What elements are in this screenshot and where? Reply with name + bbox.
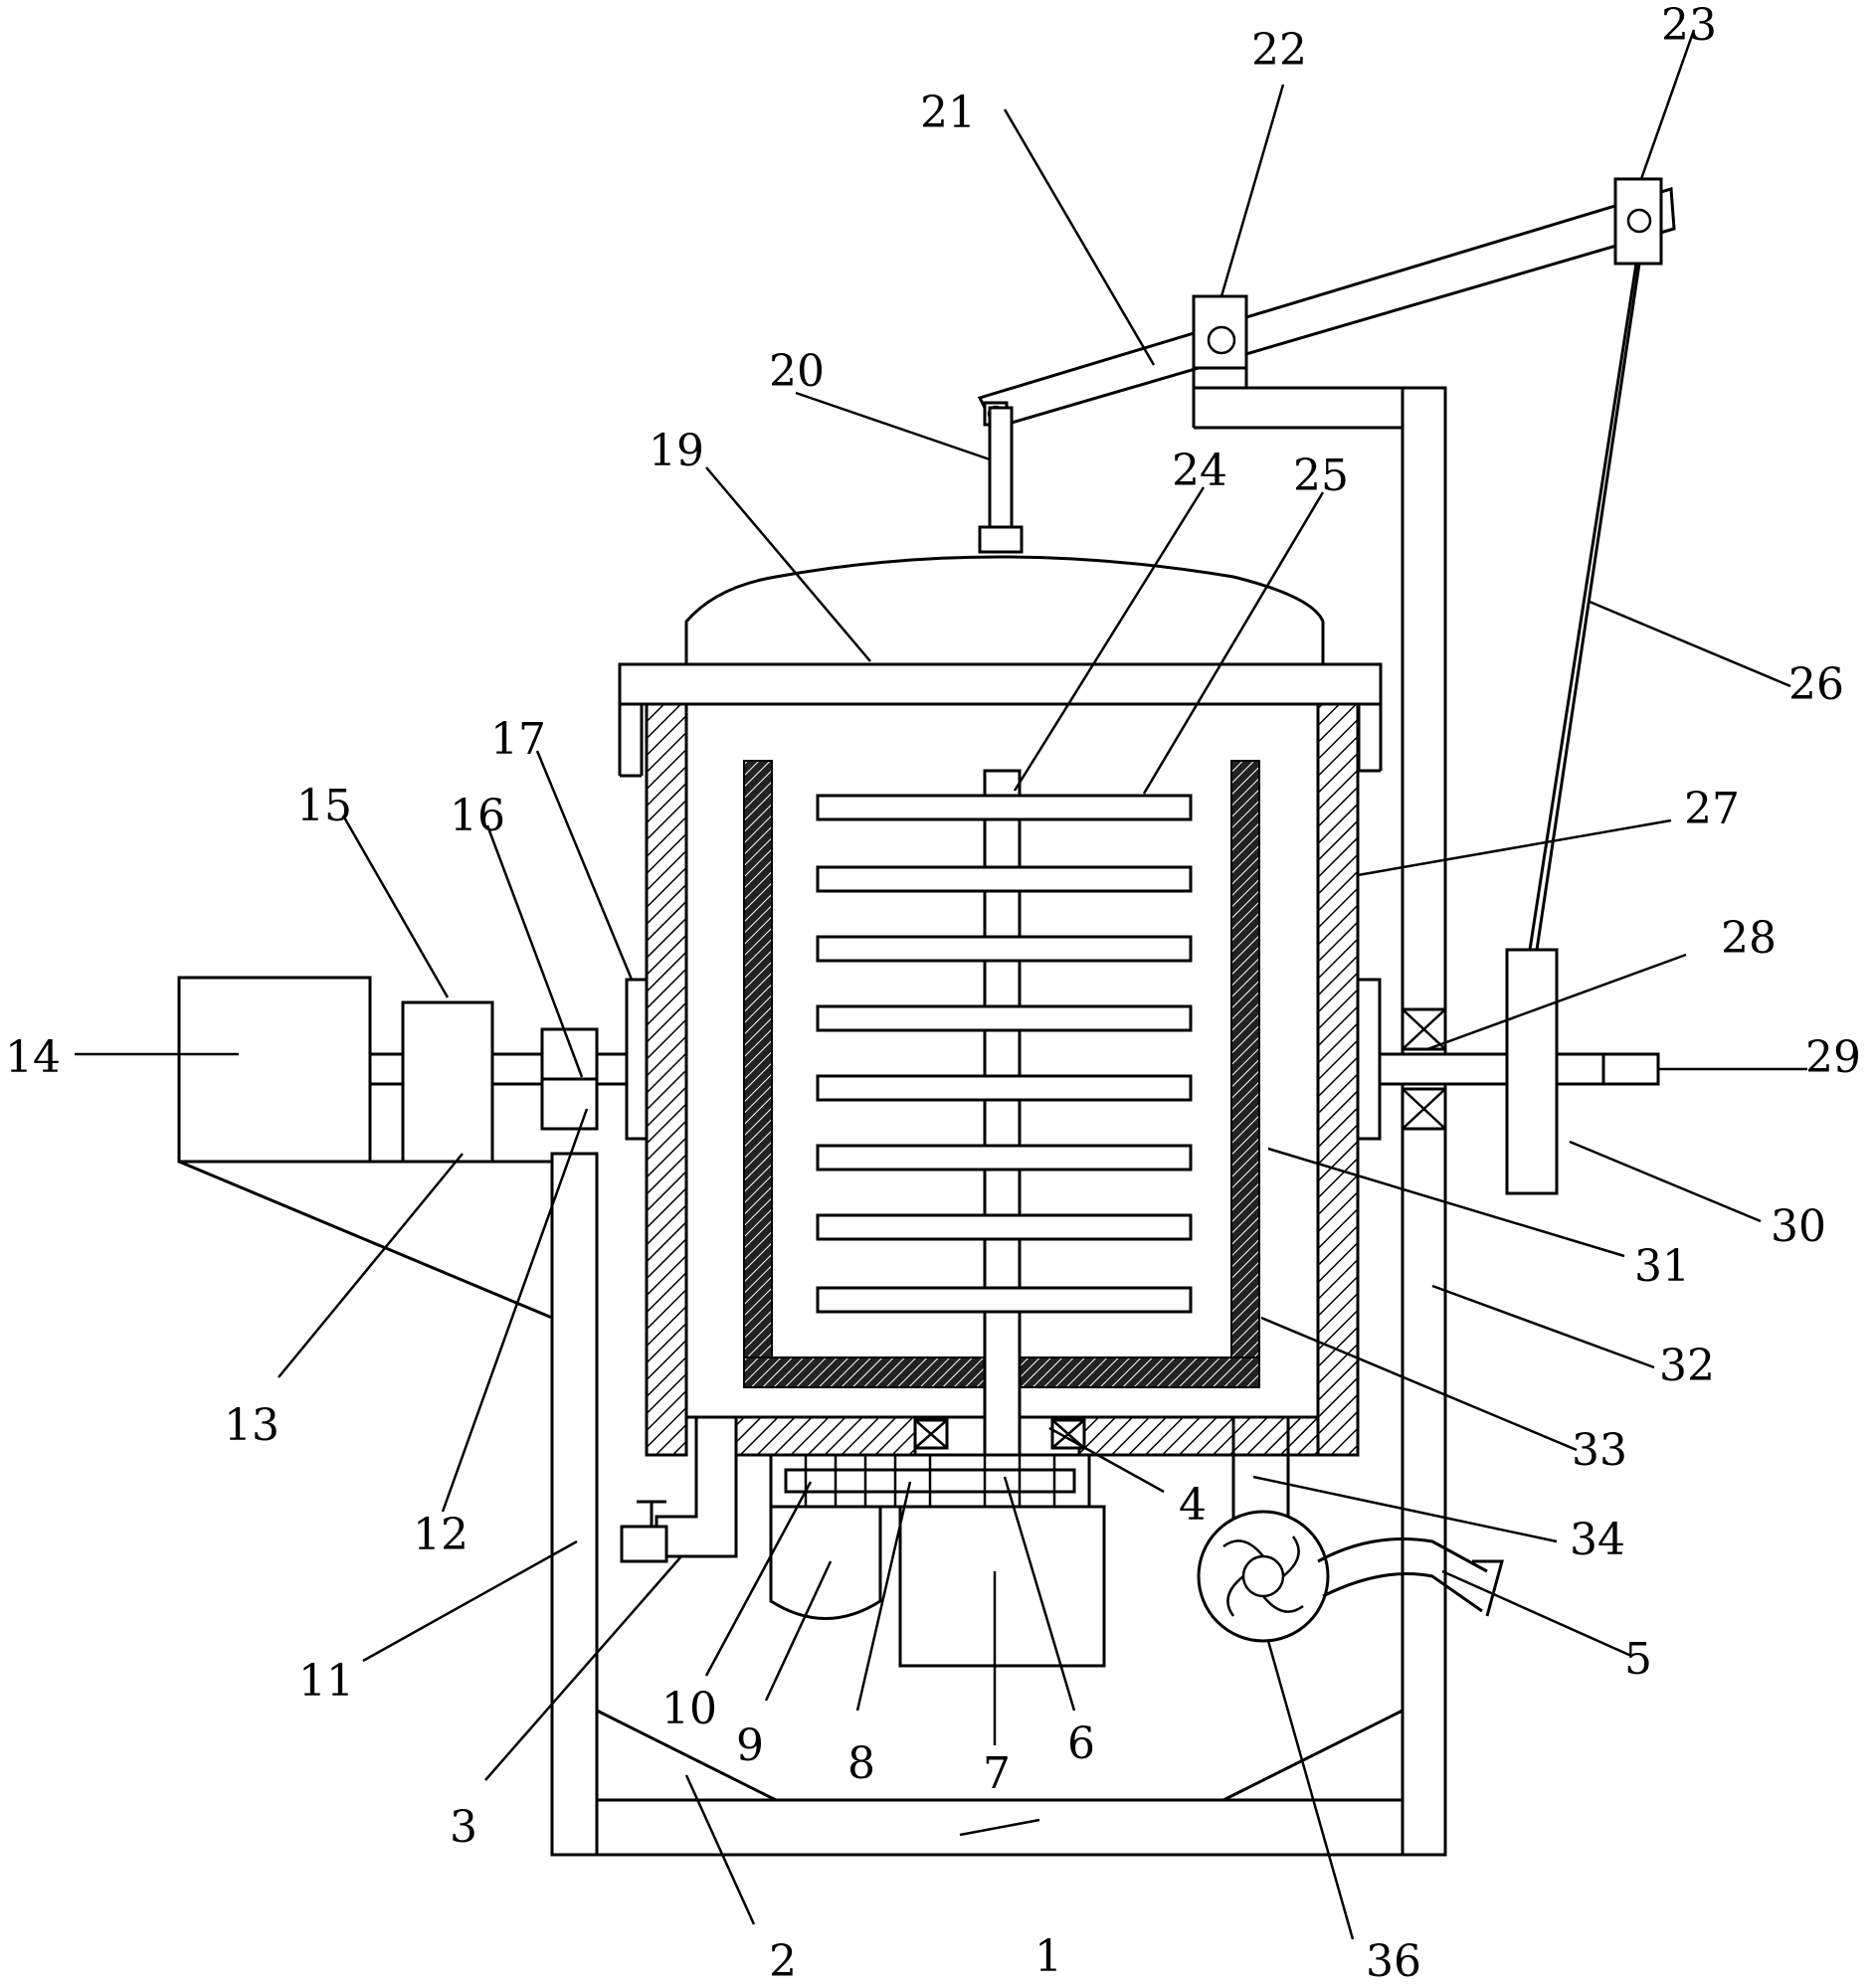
pulley-30 xyxy=(1505,948,1559,1195)
label-12: 12 xyxy=(413,1510,469,1560)
piston-rod xyxy=(988,406,1014,529)
reducer-15 xyxy=(401,1000,494,1164)
label-1: 1 xyxy=(1034,1931,1062,1982)
label-2: 2 xyxy=(769,1936,797,1986)
label-15: 15 xyxy=(296,781,352,831)
label-26: 26 xyxy=(1788,659,1844,710)
label-3: 3 xyxy=(450,1802,477,1853)
left-brace xyxy=(596,1709,777,1802)
label-7: 7 xyxy=(983,1748,1011,1799)
lever-arm xyxy=(977,177,1676,430)
label-10: 10 xyxy=(661,1684,717,1734)
label-29: 29 xyxy=(1805,1032,1861,1083)
label-31: 31 xyxy=(1634,1241,1690,1292)
label-14: 14 xyxy=(5,1032,61,1083)
outlet-assembly xyxy=(1197,1417,1504,1643)
flange-17 xyxy=(625,978,649,1141)
upper-bracket xyxy=(1192,368,1447,1174)
small-motor xyxy=(769,1505,882,1620)
motor-box-14 xyxy=(177,976,372,1164)
label-5: 5 xyxy=(1624,1634,1652,1685)
right-drive xyxy=(1356,948,1660,1195)
label-34: 34 xyxy=(1570,1515,1625,1565)
connecting-rod xyxy=(1528,263,1638,951)
label-16: 16 xyxy=(450,791,505,841)
right-shaft xyxy=(1378,1052,1605,1086)
label-22: 22 xyxy=(1251,25,1307,76)
label-13: 13 xyxy=(224,1400,280,1451)
label-11: 11 xyxy=(298,1656,354,1707)
drain-pipe xyxy=(620,1417,738,1563)
drive-gears xyxy=(769,1453,1106,1668)
label-25: 25 xyxy=(1293,451,1349,501)
label-24: 24 xyxy=(1172,446,1227,496)
bottom-bearings xyxy=(913,1418,1086,1450)
main-motor xyxy=(898,1505,1106,1668)
label-17: 17 xyxy=(490,714,546,765)
label-19: 19 xyxy=(649,426,704,476)
label-36: 36 xyxy=(1366,1936,1421,1986)
pivot-block xyxy=(1192,294,1248,370)
label-4: 4 xyxy=(1179,1480,1207,1531)
label-20: 20 xyxy=(769,346,825,397)
leader-lines xyxy=(75,29,1807,1940)
label-30: 30 xyxy=(1771,1201,1826,1252)
arm-end-block xyxy=(1613,177,1663,266)
left-leg xyxy=(550,1152,599,1857)
label-28: 28 xyxy=(1721,913,1777,964)
label-21: 21 xyxy=(920,88,976,138)
label-32: 32 xyxy=(1659,1341,1715,1391)
fan-housing xyxy=(1197,1510,1330,1643)
dome-lid xyxy=(684,555,1325,666)
left-drive xyxy=(177,976,649,1320)
label-33: 33 xyxy=(1572,1425,1627,1476)
label-23: 23 xyxy=(1661,0,1717,51)
part-labels: 1 2 3 4 5 6 7 8 9 10 11 12 13 14 15 16 1… xyxy=(5,0,1861,1986)
lid-rim xyxy=(618,662,1383,706)
label-6: 6 xyxy=(1067,1718,1095,1769)
pivot-pin xyxy=(1207,325,1236,355)
label-27: 27 xyxy=(1684,784,1740,834)
label-8: 8 xyxy=(847,1738,875,1789)
stirring-shaft xyxy=(816,769,1193,1474)
lid-assembly xyxy=(618,406,1383,778)
label-9: 9 xyxy=(736,1720,764,1771)
right-brace xyxy=(1222,1709,1404,1802)
